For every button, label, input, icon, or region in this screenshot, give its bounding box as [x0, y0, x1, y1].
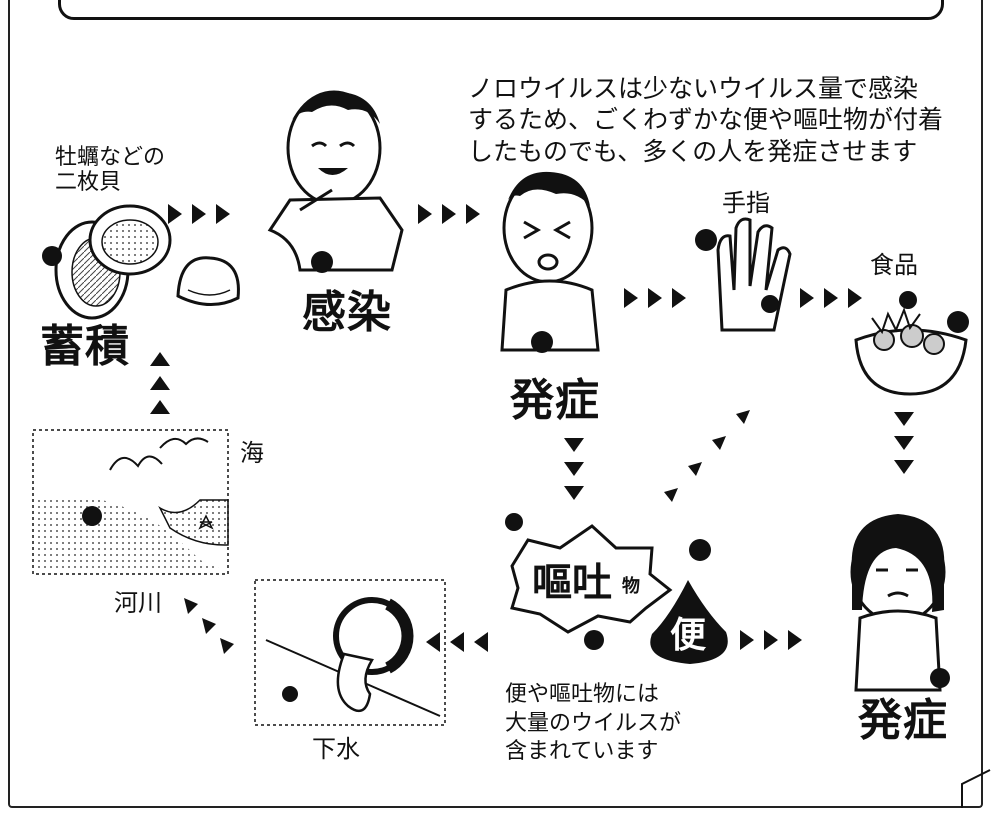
virus-icon — [689, 539, 711, 561]
virus-icon — [899, 291, 917, 309]
sewage-panel — [254, 579, 446, 726]
virus-icon — [930, 668, 950, 688]
label-onset-1: 発症 — [510, 376, 600, 425]
virus-icons — [42, 229, 969, 702]
virus-icon — [505, 513, 523, 531]
sick-person-illustration-1 — [500, 171, 600, 352]
label-infection: 感染 — [302, 288, 392, 337]
virus-icon — [947, 311, 969, 333]
eating-person-illustration — [267, 90, 404, 272]
virus-icon — [42, 246, 62, 266]
page-corner-fold — [961, 769, 991, 808]
vomit-burst-shape — [510, 524, 673, 634]
virus-icon — [584, 630, 604, 650]
hand-illustration — [716, 217, 792, 332]
label-fingers: 手指 — [722, 190, 770, 217]
virus-icon — [531, 331, 553, 353]
label-feces: 便 — [670, 614, 707, 655]
label-sewage: 下水 — [312, 736, 360, 763]
label-vomit: 嘔吐 — [532, 561, 612, 605]
label-accumulation: 蓄積 — [40, 322, 130, 371]
sick-person-illustration-2 — [850, 514, 946, 692]
label-shellfish: 牡蠣などの 二枚貝 — [55, 144, 166, 195]
label-onset-2: 発症 — [858, 696, 948, 745]
bottom-note: 便や嘔吐物には 大量のウイルスが 含まれています — [505, 681, 682, 764]
virus-icon — [282, 686, 298, 702]
flow-arrows — [150, 204, 914, 654]
label-food: 食品 — [870, 252, 918, 279]
oyster-illustration — [54, 204, 240, 320]
virus-icon — [311, 251, 333, 273]
food-bowl-illustration — [854, 307, 968, 396]
virus-icon — [695, 229, 717, 251]
label-river: 河川 — [114, 590, 162, 617]
outer-frame — [8, 0, 983, 808]
label-sea: 海 — [240, 440, 264, 467]
description-text: ノロウイルスは少ないウイルス量で感染 するため、ごくわずかな便や嘔吐物が付着 し… — [468, 75, 944, 166]
title-tab — [58, 0, 944, 20]
sea-panel — [32, 429, 229, 575]
feces-drop-shape — [650, 580, 728, 664]
virus-icon — [82, 506, 102, 526]
label-vomit-small: 物 — [622, 576, 640, 596]
virus-icon — [761, 295, 779, 313]
